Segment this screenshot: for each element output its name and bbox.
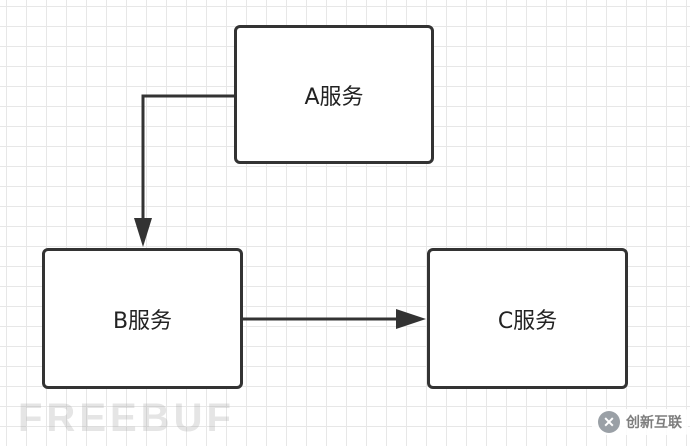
node-b-label: B服务 <box>112 308 173 334</box>
brand-watermark-text: 创新互联 <box>626 415 682 431</box>
node-b-service: B服务 <box>42 248 243 389</box>
freebuf-watermark: FREEBUF <box>18 396 235 440</box>
brand-watermark: ✕ 创新互联 <box>592 409 688 435</box>
node-c-label: C服务 <box>497 308 558 334</box>
arrowhead-a-to-b <box>134 218 152 247</box>
node-c-service: C服务 <box>427 248 628 389</box>
arrowhead-b-to-c <box>396 309 426 329</box>
edge-a-to-b <box>141 94 234 218</box>
brand-logo-icon: ✕ <box>598 411 620 433</box>
node-a-service: A服务 <box>234 25 434 164</box>
node-a-label: A服务 <box>304 84 364 110</box>
